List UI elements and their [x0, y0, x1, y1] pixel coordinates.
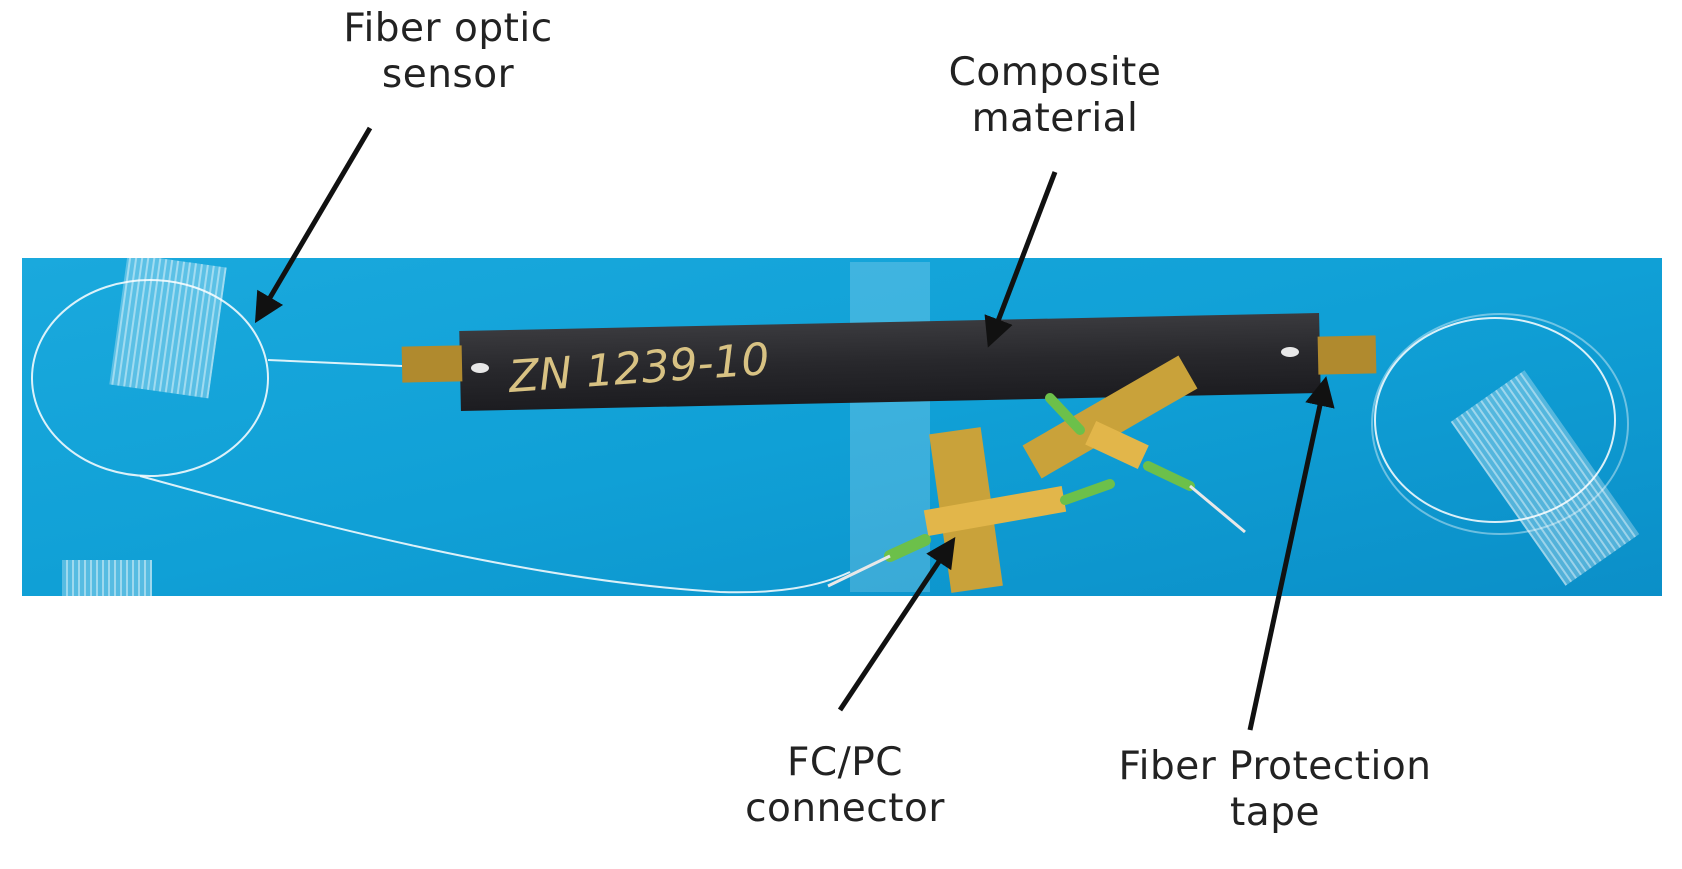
label-fc-pc-connector: FC/PC connector [745, 740, 945, 831]
fiber-loops [31, 279, 1629, 594]
arrow-fiber-optic-sensor [254, 126, 373, 324]
arrow-fc-pc-connector [837, 537, 956, 712]
annotation-arrows [254, 126, 1335, 731]
label-fiber-protection-tape: Fiber Protection tape [1118, 744, 1432, 835]
composite-bar: ZN 1239-10 [401, 313, 1377, 411]
arrow-fiber-protection-tape [1247, 376, 1335, 731]
adhesive-tapes [62, 253, 1640, 596]
arrow-composite-material [984, 171, 1058, 348]
blue-board [22, 258, 1662, 596]
label-fiber-optic-sensor: Fiber optic sensor [343, 6, 553, 97]
fc-pc-connectors [827, 355, 1246, 593]
label-composite-material: Composite material [948, 50, 1162, 141]
